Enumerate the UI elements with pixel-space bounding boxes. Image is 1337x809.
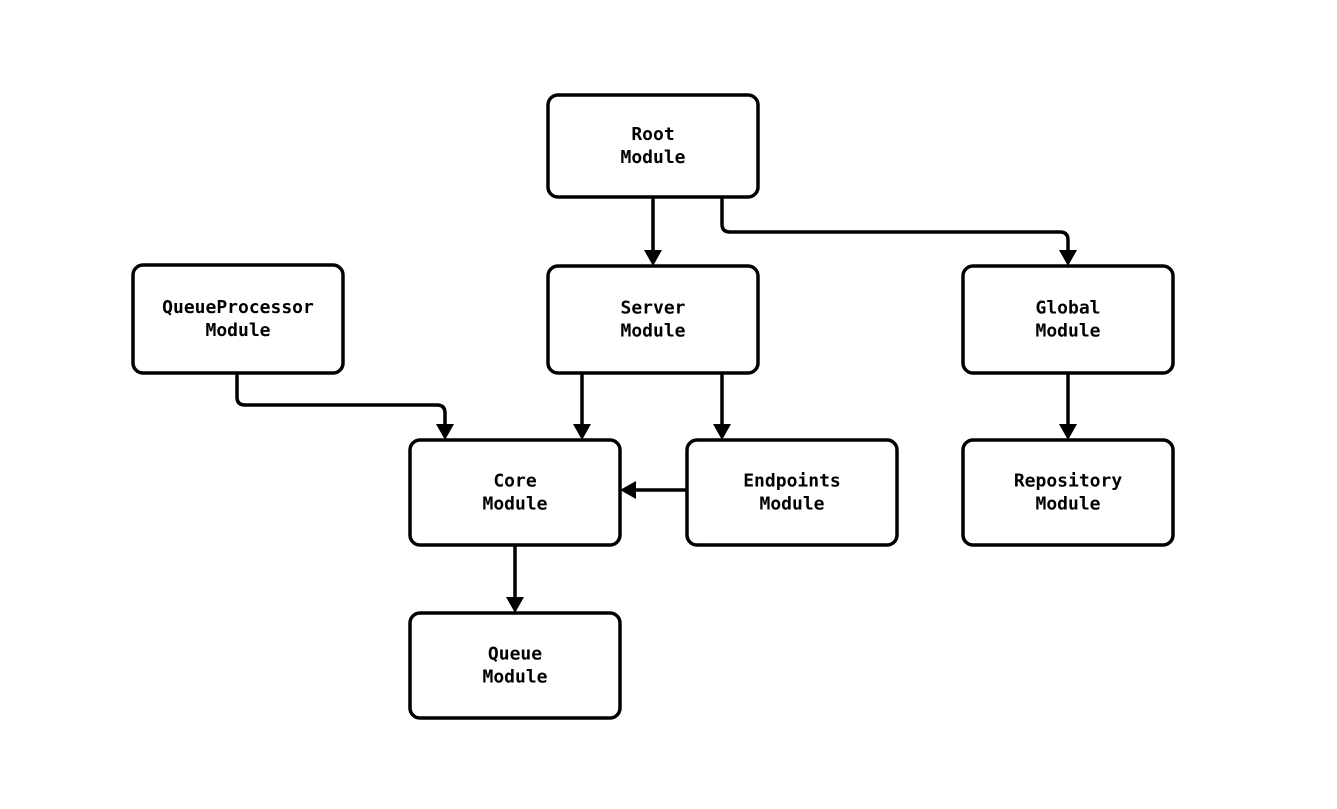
node-label-line2: Module [1035,321,1100,342]
node-box[interactable] [961,438,1175,547]
edge-line [720,197,1070,252]
arrow-head-icon [713,424,731,440]
node-label-line1: Endpoints [743,471,841,492]
edge-server-to-core [573,373,591,440]
edge-root-to-server [644,197,662,266]
node-label-line2: Module [620,147,685,168]
node-label-line1: Root [631,124,674,145]
nodes-layer: RootModuleQueueProcessorModuleServerModu… [131,93,1175,720]
edge-queueprocessor-to-core [235,373,454,440]
node-label-line1: QueueProcessor [162,297,314,318]
node-box[interactable] [546,264,760,375]
arrow-head-icon [1059,250,1077,266]
node-box[interactable] [408,611,622,720]
node-label-line2: Module [620,321,685,342]
node-box[interactable] [131,263,345,375]
node-label-line2: Module [482,667,547,688]
node-label-line2: Module [1035,494,1100,515]
arrow-head-icon [644,250,662,266]
arrow-head-icon [573,424,591,440]
edge-server-to-endpoints [713,373,731,440]
edge-core-to-queue [506,545,524,613]
edges-layer [235,197,1077,613]
arrow-head-icon [1059,424,1077,440]
edge-global-to-repository [1059,373,1077,440]
node-label-line1: Global [1035,298,1100,319]
edge-root-to-global [720,197,1077,266]
node-label-line2: Module [759,494,824,515]
node-label-line1: Core [493,471,537,492]
node-label-line1: Repository [1014,471,1123,492]
node-box[interactable] [408,438,622,547]
node-label-line2: Module [482,494,547,515]
edge-line [235,373,447,426]
edge-endpoints-to-core [620,481,687,499]
node-box[interactable] [546,93,760,199]
node-label-line1: Queue [488,644,542,665]
node-label-line1: Server [620,298,685,319]
arrow-head-icon [506,597,524,613]
node-box[interactable] [961,264,1175,375]
node-label-line2: Module [205,320,270,341]
node-box[interactable] [685,438,899,547]
arrow-head-icon [436,424,454,440]
arrow-head-icon [620,481,636,499]
